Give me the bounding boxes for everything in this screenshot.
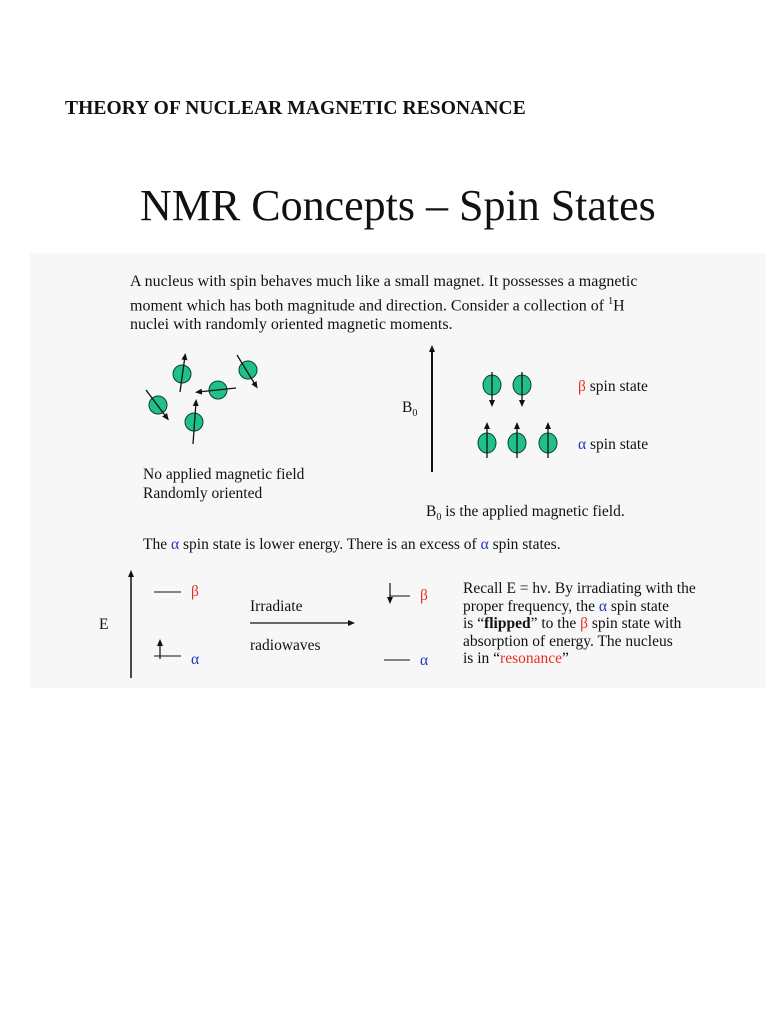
random-nucleus — [195, 380, 237, 400]
intro-line-2: moment which has both magnitude and dire… — [130, 295, 625, 314]
b0-label: B0 — [402, 399, 418, 420]
intro-line-1: A nucleus with spin behaves much like a … — [130, 273, 638, 290]
recall-line-2: proper frequency, the α spin state — [463, 597, 669, 615]
alpha-nucleus — [477, 422, 497, 458]
random-caption: No applied magnetic field Randomly orien… — [143, 465, 304, 503]
alpha-level-label-left: α — [191, 651, 200, 668]
random-nucleus — [236, 354, 258, 389]
recall-line-3: is “flipped” to the β spin state with — [463, 615, 682, 632]
recall-line-4: absorption of energy. The nucleus — [463, 632, 673, 650]
alpha-nucleus — [538, 422, 558, 458]
intro-paragraph: A nucleus with spin behaves much like a … — [130, 272, 730, 335]
random-nucleus — [145, 389, 169, 421]
random-nucleus — [184, 399, 204, 445]
recall-line-1: Recall E = hν. By irradiating with the — [463, 580, 696, 597]
intro-line-3: nuclei with randomly oriented magnetic m… — [130, 316, 453, 334]
beta-nucleus — [512, 372, 532, 407]
b0-caption: B0 is the applied magnetic field. — [426, 503, 625, 524]
excess-sentence: The α spin state is lower energy. There … — [143, 536, 561, 553]
beta-level-label-right: β — [420, 587, 428, 604]
beta-nucleus — [482, 372, 502, 407]
random-caption-line-2: Randomly oriented — [143, 485, 263, 502]
section-heading: THEORY OF NUCLEAR MAGNETIC RESONANCE — [65, 98, 526, 119]
beta-spin-state-label: β spin state — [578, 378, 648, 395]
recall-paragraph: Recall E = hν. By irradiating with the p… — [463, 580, 696, 668]
random-nucleus — [172, 353, 192, 393]
alpha-level-label-right: α — [420, 652, 429, 669]
energy-axis-label: E — [99, 616, 109, 633]
slide-panel — [30, 253, 766, 688]
radiowaves-label: radiowaves — [250, 637, 321, 654]
random-caption-line-1: No applied magnetic field — [143, 466, 305, 483]
beta-level-label-left: β — [191, 583, 199, 600]
irradiate-label: Irradiate — [250, 598, 303, 615]
alpha-spin-state-label: α spin state — [578, 436, 649, 453]
recall-line-5: is in “resonance” — [463, 650, 569, 667]
slide-title: NMR Concepts – Spin States — [140, 181, 656, 230]
alpha-nucleus — [507, 422, 527, 458]
